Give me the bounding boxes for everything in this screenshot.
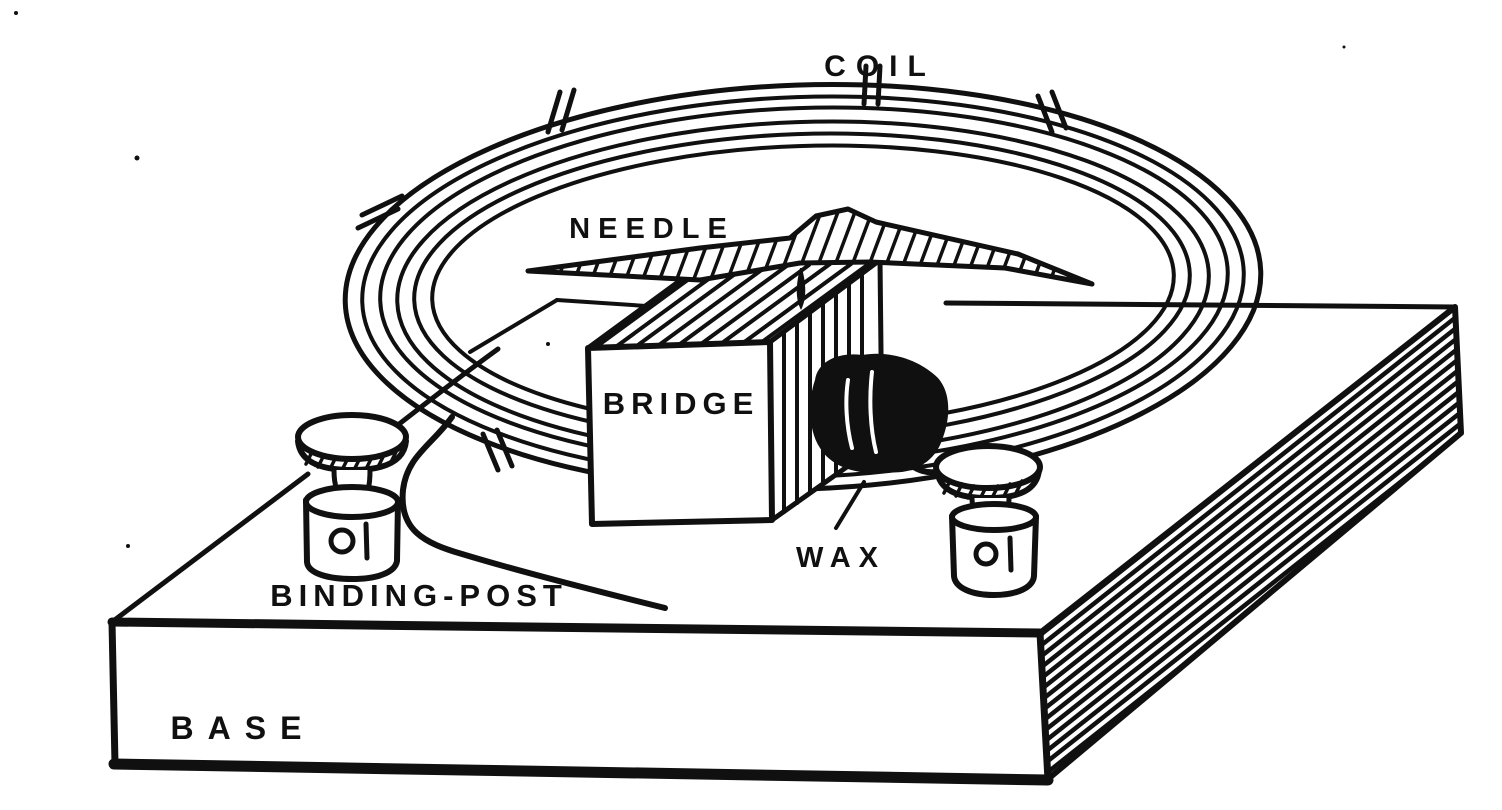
wax-blob: [810, 353, 949, 473]
wire-left-lead: [399, 414, 668, 611]
post-right-hole: [973, 541, 999, 567]
coil-wraps: [355, 63, 1069, 473]
figure-labels: COIL NEEDLE BRIDGE WAX BINDING-POST BASE: [171, 50, 936, 746]
base-right-face: [1037, 304, 1464, 782]
wax-leader-line: [834, 480, 866, 530]
post-right-head: [933, 443, 1043, 491]
post-left-hole: [328, 527, 356, 555]
label-base: BASE: [171, 710, 316, 746]
wax-drip: [796, 268, 806, 310]
label-wax: WAX: [796, 542, 886, 574]
label-binding-post: BINDING-POST: [270, 578, 568, 613]
wire-left-to-coil: [391, 346, 501, 431]
binding-post-left: [295, 346, 668, 611]
bridge-front-face: [585, 339, 775, 527]
binding-post-right: [897, 443, 1043, 598]
label-coil: COIL: [824, 50, 936, 83]
post-left-head: [295, 412, 409, 462]
base-front-left-edge: [108, 618, 119, 768]
label-needle: NEEDLE: [569, 213, 735, 245]
base-front-bottom-edge: [108, 758, 1054, 786]
base-right-face-outline: [1037, 304, 1464, 782]
label-bridge: BRIDGE: [603, 386, 760, 421]
ink-specks: [14, 11, 1346, 548]
base-front-top-edge: [107, 617, 1045, 638]
base-top-left-edge: [109, 471, 311, 625]
base-front-right-edge: [1036, 629, 1052, 784]
